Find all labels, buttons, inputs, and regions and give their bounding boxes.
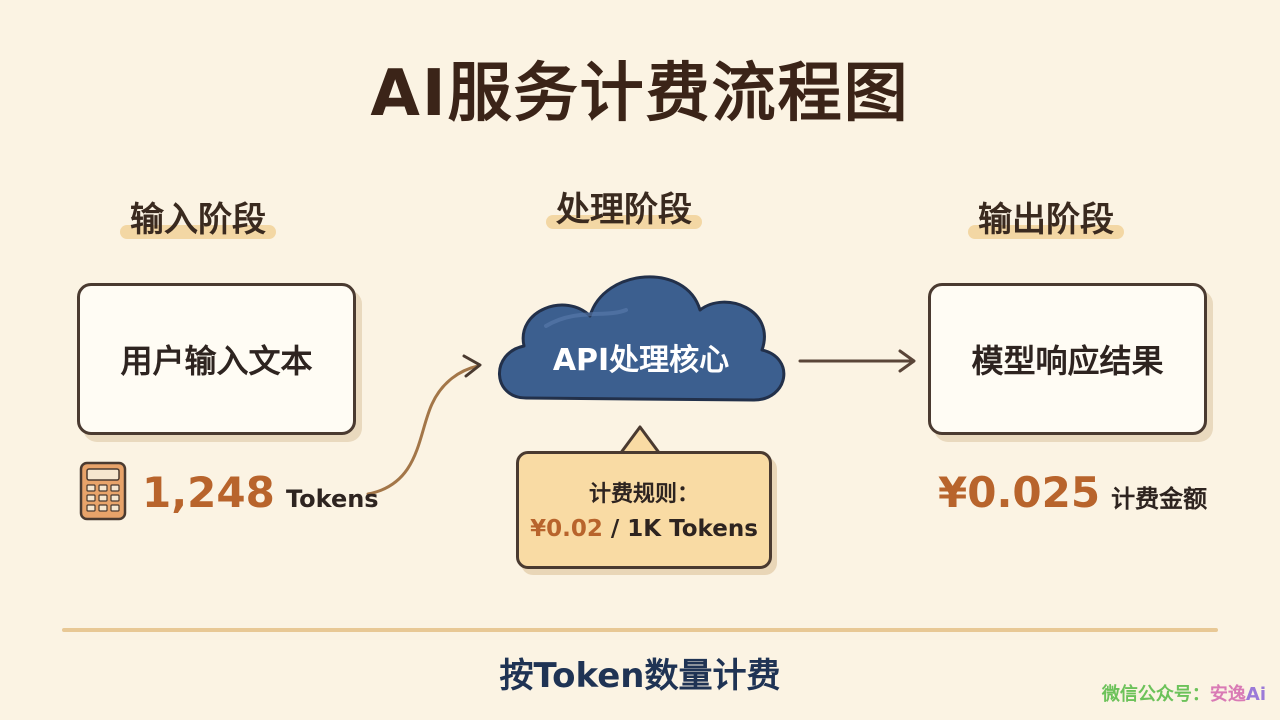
pricing-rule-price: ¥0.02 — [530, 516, 603, 542]
pricing-rule-rate: ¥0.02 / 1K Tokens — [519, 516, 769, 542]
output-cost-label: 计费金额 — [1111, 485, 1208, 513]
input-token-unit: Tokens — [285, 485, 379, 513]
footer-caption: 按Token数量计费 — [499, 656, 781, 696]
arrow-right-icon — [798, 349, 916, 373]
input-box: 用户输入文本 — [77, 283, 356, 435]
calculator-icon — [79, 461, 127, 521]
cloud-icon — [498, 275, 786, 402]
output-cost: ¥0.025 计费金额 — [938, 468, 1207, 517]
output-box-label: 模型响应结果 — [971, 342, 1164, 380]
output-cost-value: ¥0.025 — [938, 468, 1101, 517]
cloud-label: API处理核心 — [552, 343, 730, 378]
stage-label-process: 处理阶段 — [546, 182, 702, 231]
curved-arrow-icon — [366, 354, 482, 496]
input-token-value: 1,248 — [142, 468, 275, 517]
pricing-rule-title: 计费规则： — [588, 482, 699, 507]
page-title: AI服务计费流程图 — [370, 57, 910, 131]
stage-label-output: 输出阶段 — [968, 192, 1124, 241]
output-box: 模型响应结果 — [928, 283, 1207, 435]
stage-label-input: 输入阶段 — [120, 192, 276, 241]
input-box-label: 用户输入文本 — [120, 342, 313, 380]
watermark: 微信公众号：安逸Ai — [1101, 684, 1266, 705]
divider — [62, 628, 1218, 632]
pricing-rule-per: / 1K Tokens — [602, 516, 758, 542]
pricing-rule-note: 计费规则： ¥0.02 / 1K Tokens — [516, 451, 772, 569]
input-token-count: 1,248 Tokens — [142, 468, 379, 517]
